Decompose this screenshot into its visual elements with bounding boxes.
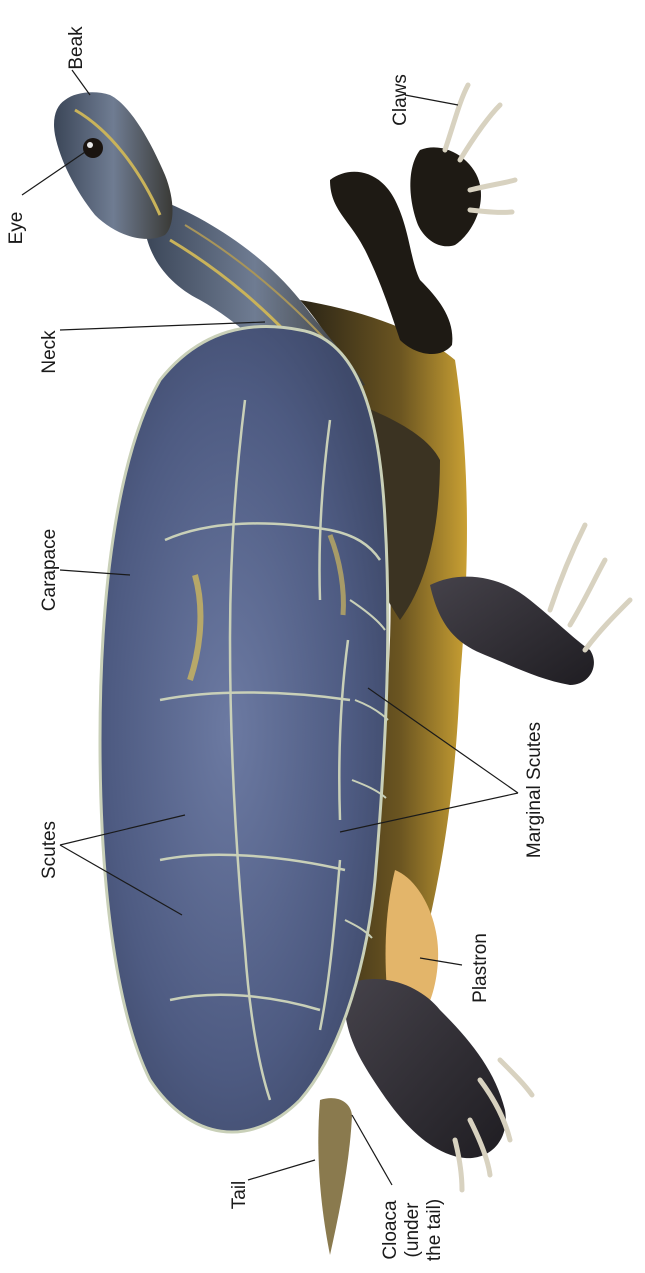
neck-label: Neck [39,330,60,374]
cloaca-label-line2: (under [402,1202,423,1258]
tail-label: Tail [229,1181,250,1210]
head-shape [54,92,172,239]
turtle-illustration [54,85,630,1255]
front-foot-upper [410,147,481,246]
eye-shape [83,138,103,158]
plastron-label: Plastron [470,933,491,1003]
beak-leader [72,70,90,95]
cloaca-leader [352,1115,392,1185]
claws-leader [405,95,458,105]
scutes-label: Scutes [39,821,60,879]
marginal-scutes-label: Marginal Scutes [524,722,545,858]
tail-leader [248,1160,315,1180]
eye-label: Eye [6,212,27,245]
carapace-shell [100,327,388,1132]
eye-highlight [87,142,93,148]
cloaca-label-line1: Cloaca [380,1200,401,1260]
hind-foot [344,979,506,1158]
carapace-label: Carapace [39,529,60,611]
tail-shape [318,1098,352,1255]
cloaca-label-line3: the tail) [424,1199,445,1261]
beak-label: Beak [66,26,87,70]
claws-label: Claws [390,74,411,126]
